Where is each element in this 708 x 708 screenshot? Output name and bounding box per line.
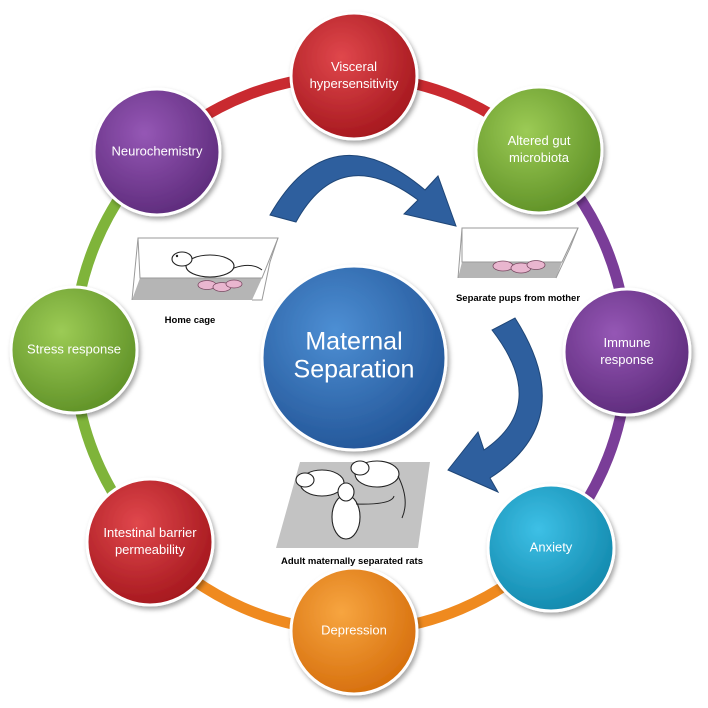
node-label: Anxiety — [530, 539, 573, 554]
node-label: Immune — [604, 335, 651, 350]
node-label: Neurochemistry — [111, 143, 203, 158]
node-circle — [85, 477, 215, 607]
node-label: response — [600, 352, 653, 367]
caption-home-cage: Home cage — [165, 315, 216, 326]
node-gut: Altered gut microbiota — [474, 85, 604, 215]
node-circle — [9, 285, 139, 415]
node-label: permeability — [115, 542, 186, 557]
node-visceral: Visceral hypersensitivity — [289, 11, 419, 141]
node-depression: Depression — [289, 566, 419, 696]
adult-rats-illustration: Adult maternally separated rats — [276, 460, 430, 567]
center-label-line2: Separation — [294, 356, 415, 384]
node-anxiety: Anxiety — [486, 483, 616, 613]
node-circle — [92, 87, 222, 217]
separate-cage-illustration: Separate pups from mother — [456, 227, 580, 304]
node-immune: Immune response — [562, 287, 692, 417]
node-label: Intestinal barrier — [103, 525, 197, 540]
caption-adult-rats: Adult maternally separated rats — [281, 556, 423, 567]
center-label-line1: Maternal — [305, 328, 402, 356]
arrow-top — [269, 155, 457, 227]
mother-rat — [185, 254, 235, 278]
home-cage-illustration: Home cage — [131, 237, 279, 326]
node-intestinal: Intestinal barrier permeability — [85, 477, 215, 607]
node-label: Altered gut — [508, 133, 571, 148]
node-stress: Stress response — [9, 285, 139, 415]
node-circle — [289, 566, 419, 696]
caption-separate-pups: Separate pups from mother — [456, 293, 580, 304]
node-label: Stress response — [27, 341, 121, 356]
node-circle — [289, 11, 419, 141]
node-circle — [562, 287, 692, 417]
node-circle — [486, 483, 616, 613]
node-label: Visceral — [331, 59, 377, 74]
node-neuro: Neurochemistry — [92, 87, 222, 217]
node-label: hypersensitivity — [310, 76, 399, 91]
node-circle — [474, 85, 604, 215]
center-node-maternal-separation: Maternal Separation — [260, 264, 448, 452]
node-label: microbiota — [509, 150, 570, 165]
node-label: Depression — [321, 622, 387, 637]
arrow-right — [447, 317, 543, 494]
